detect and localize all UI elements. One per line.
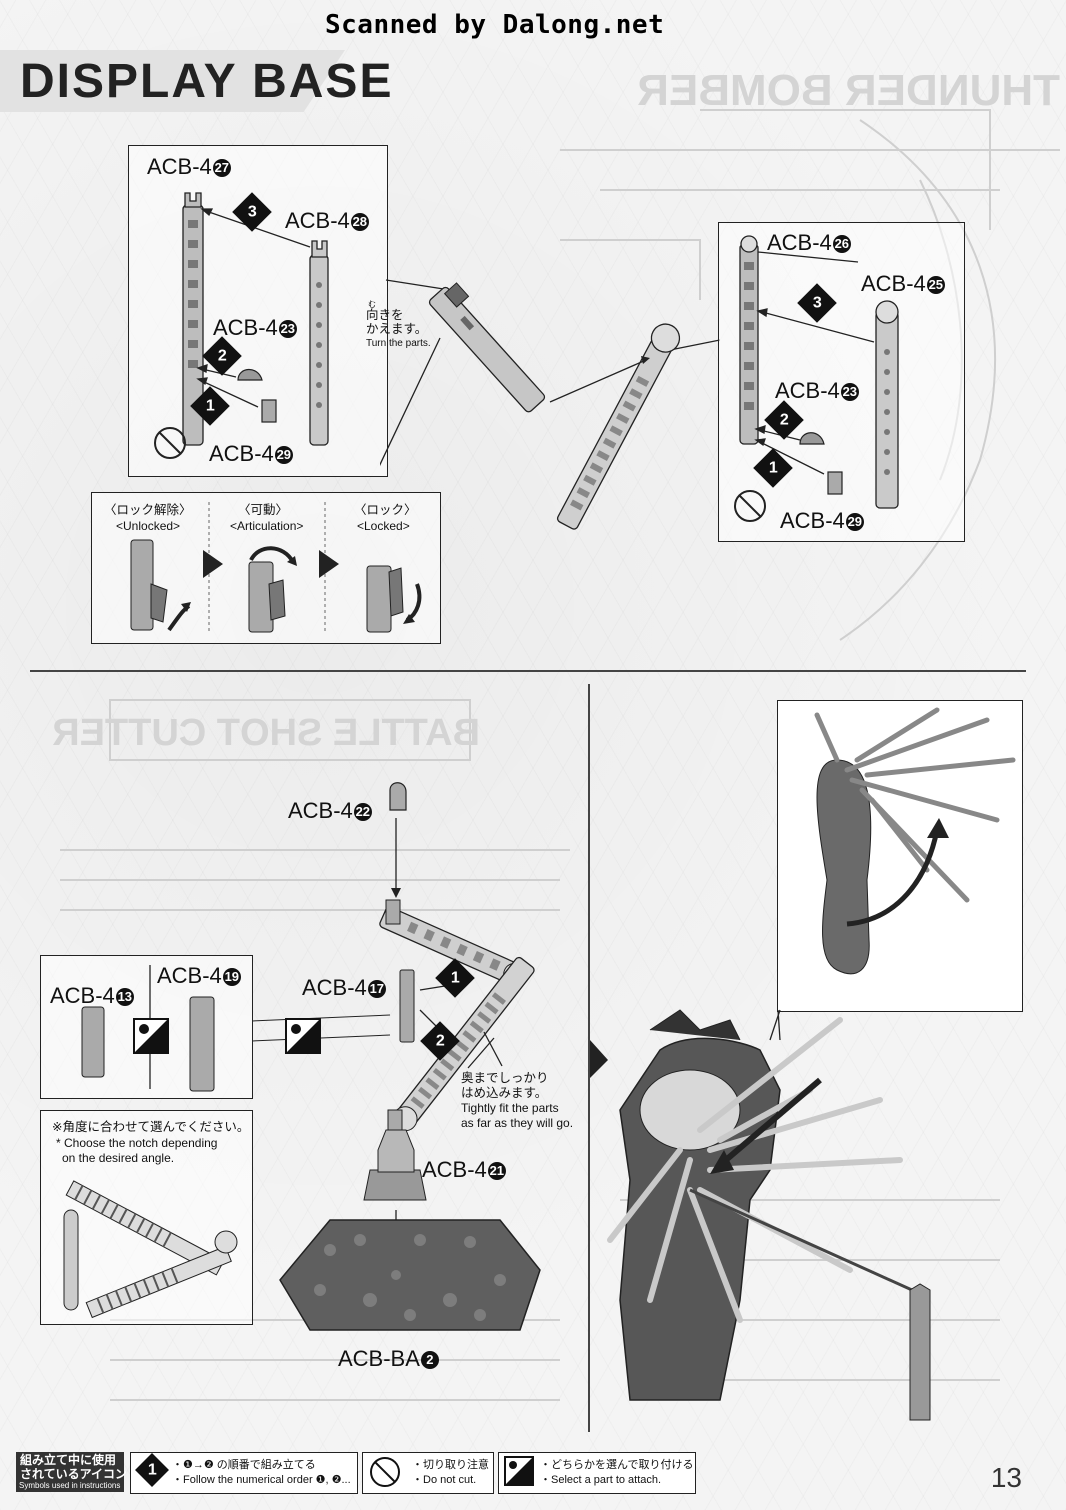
icon-legend-title-jp1: 組み立て中に使用 — [20, 1453, 117, 1467]
mecha-figure-drawing — [590, 1009, 931, 1421]
lock-state-articulation-jp: 〈可動〉 — [238, 503, 289, 517]
turn-note-jp1: 向きを — [366, 308, 404, 322]
icon-legend-title-jp2: されているアイコン — [20, 1467, 128, 1481]
lock-state-locked-jp: 〈ロック〉 — [354, 503, 417, 517]
legend-order-en: ・Follow the numerical order ❶, ❷... — [172, 1474, 351, 1486]
icon-legend-title-box — [16, 1452, 124, 1492]
fit-note-en2: as far as they will go. — [461, 1116, 574, 1130]
select-part-icon — [133, 1018, 169, 1054]
lock-state-unlocked-en: <Unlocked> — [116, 519, 181, 533]
section-divider-horizontal — [30, 670, 1026, 672]
turn-note-en: Turn the parts. — [366, 338, 431, 349]
figure-inset-drawing — [814, 707, 1016, 975]
arm-assembly-left-drawing — [154, 192, 329, 459]
legend-item-order — [130, 1452, 358, 1494]
lock-state-articulation-en: <Articulation> — [230, 519, 304, 533]
angle-note-en2: on the desired angle. — [62, 1151, 175, 1165]
fit-note-jp2: はめ込みます。 — [461, 1086, 548, 1100]
icon-legend-title-en: Symbols used in instructions — [19, 1481, 121, 1490]
stand-assembly-drawing — [279, 782, 541, 1331]
title-band — [0, 50, 345, 112]
turn-note-ruby: む — [368, 300, 376, 309]
legend-select-jp: ・どちらかを選んで取り付ける — [540, 1459, 694, 1471]
turn-note-jp2: かえます。 — [366, 322, 428, 336]
no-cut-icon — [370, 1457, 400, 1487]
angle-note-en1: * Choose the notch depending — [56, 1136, 218, 1150]
svg-text:BATTLE SHOT CUTTER: BATTLE SHOT CUTTER — [52, 712, 480, 754]
angle-note-jp: ※角度に合わせて選んでください。 — [52, 1120, 250, 1134]
lock-state-drawings — [130, 502, 422, 633]
select-part-icon — [285, 1018, 321, 1054]
page-title: DISPLAY BASE — [20, 55, 394, 108]
select-part-icon — [504, 1456, 534, 1486]
fit-note-en1: Tightly fit the parts — [461, 1101, 559, 1115]
legend-nocut-en: ・Do not cut. — [412, 1474, 477, 1486]
lock-state-unlocked-jp: 〈ロック解除〉 — [104, 503, 192, 517]
angle-notch-drawing — [63, 1180, 238, 1319]
lock-state-locked-en: <Locked> — [357, 519, 410, 533]
legend-order-jp: ・❶→❷ の順番で組み立てる — [172, 1459, 316, 1471]
scanner-watermark: Scanned by Dalong.net — [325, 10, 665, 40]
legend-select-en: ・Select a part to attach. — [540, 1474, 662, 1486]
center-arm-drawing — [380, 279, 720, 530]
svg-text:THUNDER BOMBER: THUNDER BOMBER — [637, 66, 1060, 115]
fit-note-jp1: 奥までしっかり — [461, 1071, 549, 1085]
section-divider-vertical — [588, 684, 590, 1432]
legend-nocut-jp: ・切り取り注意 — [412, 1459, 489, 1471]
arm-assembly-right-drawing — [734, 235, 899, 522]
page-number: 13 — [990, 1462, 1022, 1493]
